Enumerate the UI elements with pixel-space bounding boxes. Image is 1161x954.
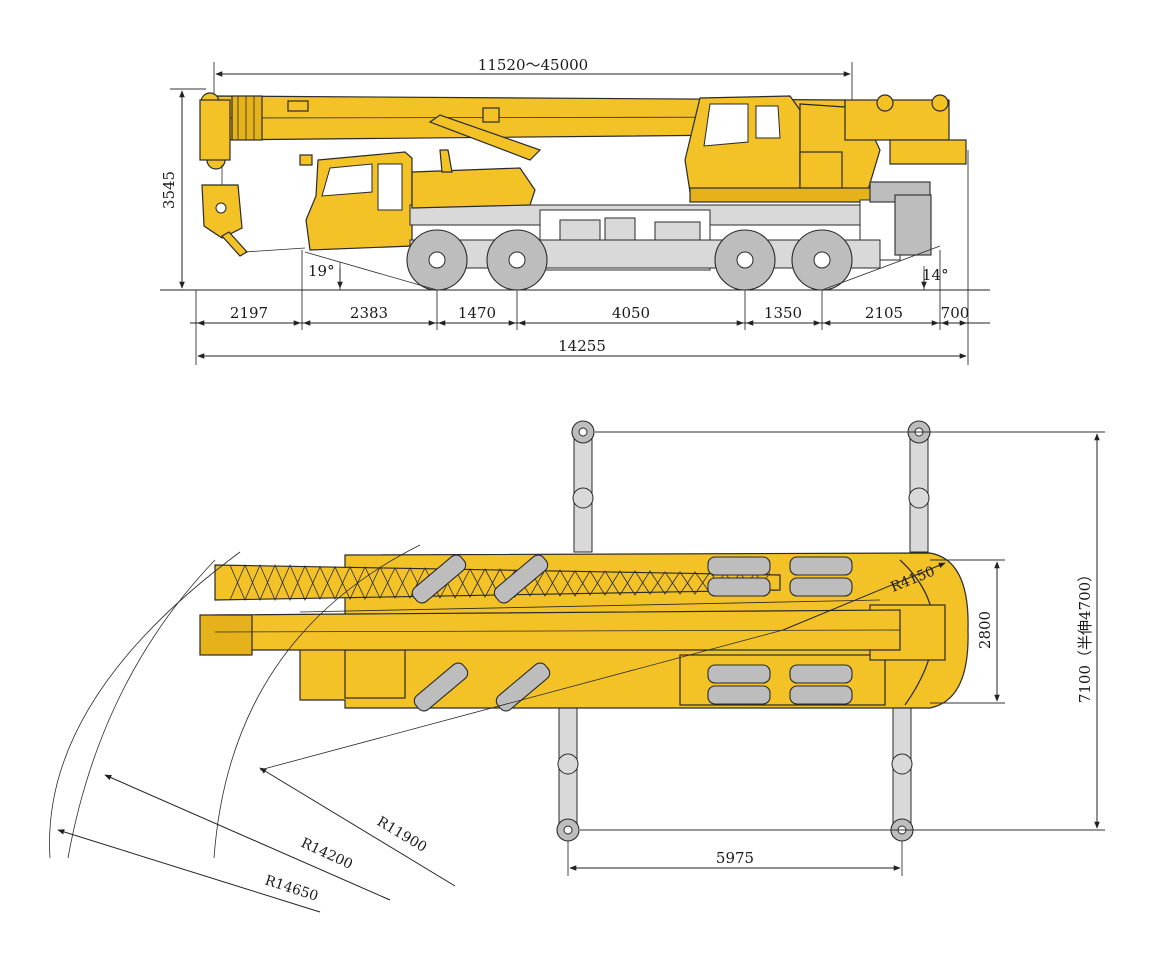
outrigger-span-label: 5975 bbox=[716, 849, 754, 867]
height-label: 3545 bbox=[160, 171, 178, 209]
approach-angle-label: 19° bbox=[308, 262, 335, 280]
side-view: 19° 14° 11520～45000 3545 bbox=[160, 56, 990, 365]
radius-label: R11900 bbox=[374, 814, 429, 856]
top-tires bbox=[411, 554, 853, 712]
segment-label: 1350 bbox=[764, 304, 802, 322]
side-wheels bbox=[406, 229, 853, 291]
segment-label: 2383 bbox=[350, 304, 388, 322]
departure-angle-label: 14° bbox=[922, 266, 949, 284]
top-boom bbox=[199, 599, 901, 656]
superstructure bbox=[684, 94, 967, 203]
outrigger-width-label: 7100（半伸4700） bbox=[1076, 567, 1094, 703]
segment-dimensions: 2197 2383 1470 4050 1350 2105 700 bbox=[190, 150, 990, 365]
outriggers bbox=[556, 420, 931, 842]
segment-label: 4050 bbox=[612, 304, 650, 322]
radius-label: R14650 bbox=[263, 873, 320, 905]
segment-label: 2197 bbox=[230, 304, 268, 322]
segment-label: 700 bbox=[941, 304, 970, 322]
body-width-label: 2800 bbox=[976, 611, 994, 649]
boom-length-label: 11520～45000 bbox=[478, 56, 588, 74]
segment-label: 2105 bbox=[865, 304, 903, 322]
radius-label: R14200 bbox=[298, 835, 355, 873]
top-view: R11900 R14200 R14650 R4150 2800 7100（半伸4… bbox=[49, 420, 1105, 913]
side-boom bbox=[199, 92, 846, 185]
hook-block bbox=[201, 184, 306, 257]
segment-label: 1470 bbox=[458, 304, 496, 322]
total-length-label: 14255 bbox=[558, 337, 606, 355]
